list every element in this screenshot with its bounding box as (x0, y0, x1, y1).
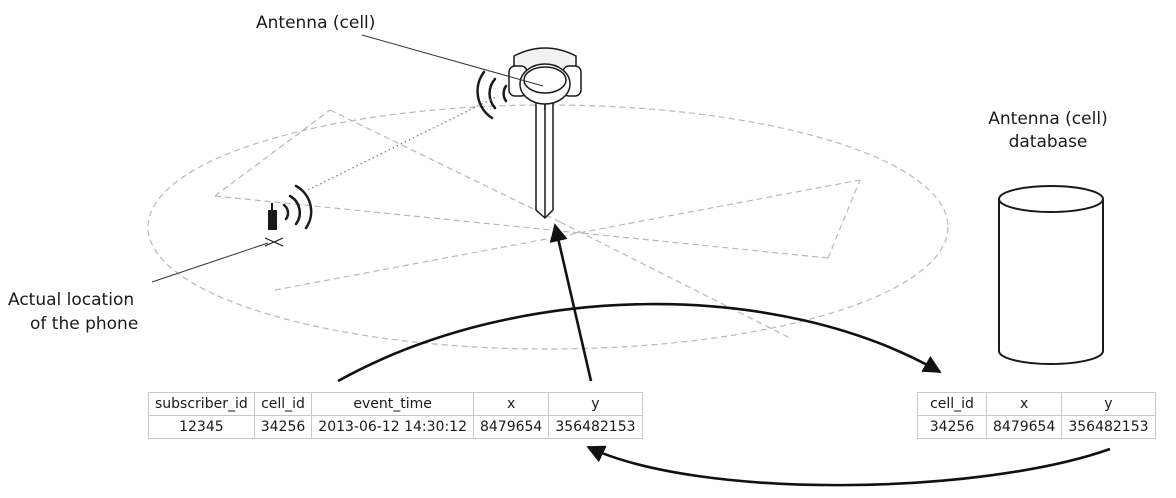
table-header-cell: cell_id (918, 393, 987, 416)
table-header-cell: subscriber_id (149, 393, 255, 416)
table-header-cell: y (549, 393, 642, 416)
table-cell: 8479654 (473, 416, 548, 439)
database-label-line1: Antenna (cell) (978, 108, 1118, 131)
table-row: 34256 8479654 356482153 (918, 416, 1156, 439)
table-header-cell: x (473, 393, 548, 416)
arrow-to-antenna (555, 225, 591, 381)
phone-label-leader (152, 243, 268, 282)
phone-location-label: Actual location of the phone (8, 288, 138, 336)
cell-table: cell_id x y 34256 8479654 356482153 (917, 392, 1156, 439)
table-header-cell: event_time (312, 393, 474, 416)
table-row: 12345 34256 2013-06-12 14:30:12 8479654 … (149, 416, 643, 439)
table-header-row: subscriber_id cell_id event_time x y (149, 393, 643, 416)
table-cell: 356482153 (549, 416, 642, 439)
phone-signal-waves-icon (284, 186, 311, 228)
antenna-tower-icon (509, 48, 581, 218)
table-cell: 2013-06-12 14:30:12 (312, 416, 474, 439)
phone-antenna-link (308, 96, 498, 190)
table-header-cell: x (987, 393, 1062, 416)
database-label-line2: database (978, 131, 1118, 154)
phone-location-label-line1: Actual location (8, 288, 138, 312)
location-cross-icon (265, 238, 283, 246)
signal-waves-icon (478, 72, 506, 118)
table-cell: 356482153 (1062, 416, 1155, 439)
table-cell: 34256 (918, 416, 987, 439)
table-header-cell: cell_id (254, 393, 312, 416)
antenna-label: Antenna (cell) (256, 13, 375, 34)
database-cylinder-icon (999, 186, 1103, 364)
arrow-to-database (338, 304, 940, 381)
table-cell: 12345 (149, 416, 255, 439)
table-header-row: cell_id x y (918, 393, 1156, 416)
flow-arrows (338, 225, 1110, 485)
table-cell: 34256 (254, 416, 312, 439)
phone-location-label-line2: of the phone (8, 312, 138, 336)
database-label: Antenna (cell) database (978, 108, 1118, 154)
event-table: subscriber_id cell_id event_time x y 123… (148, 392, 643, 439)
table-header-cell: y (1062, 393, 1155, 416)
table-cell: 8479654 (987, 416, 1062, 439)
mobile-phone-icon (268, 203, 277, 230)
arrow-from-database (588, 447, 1110, 485)
